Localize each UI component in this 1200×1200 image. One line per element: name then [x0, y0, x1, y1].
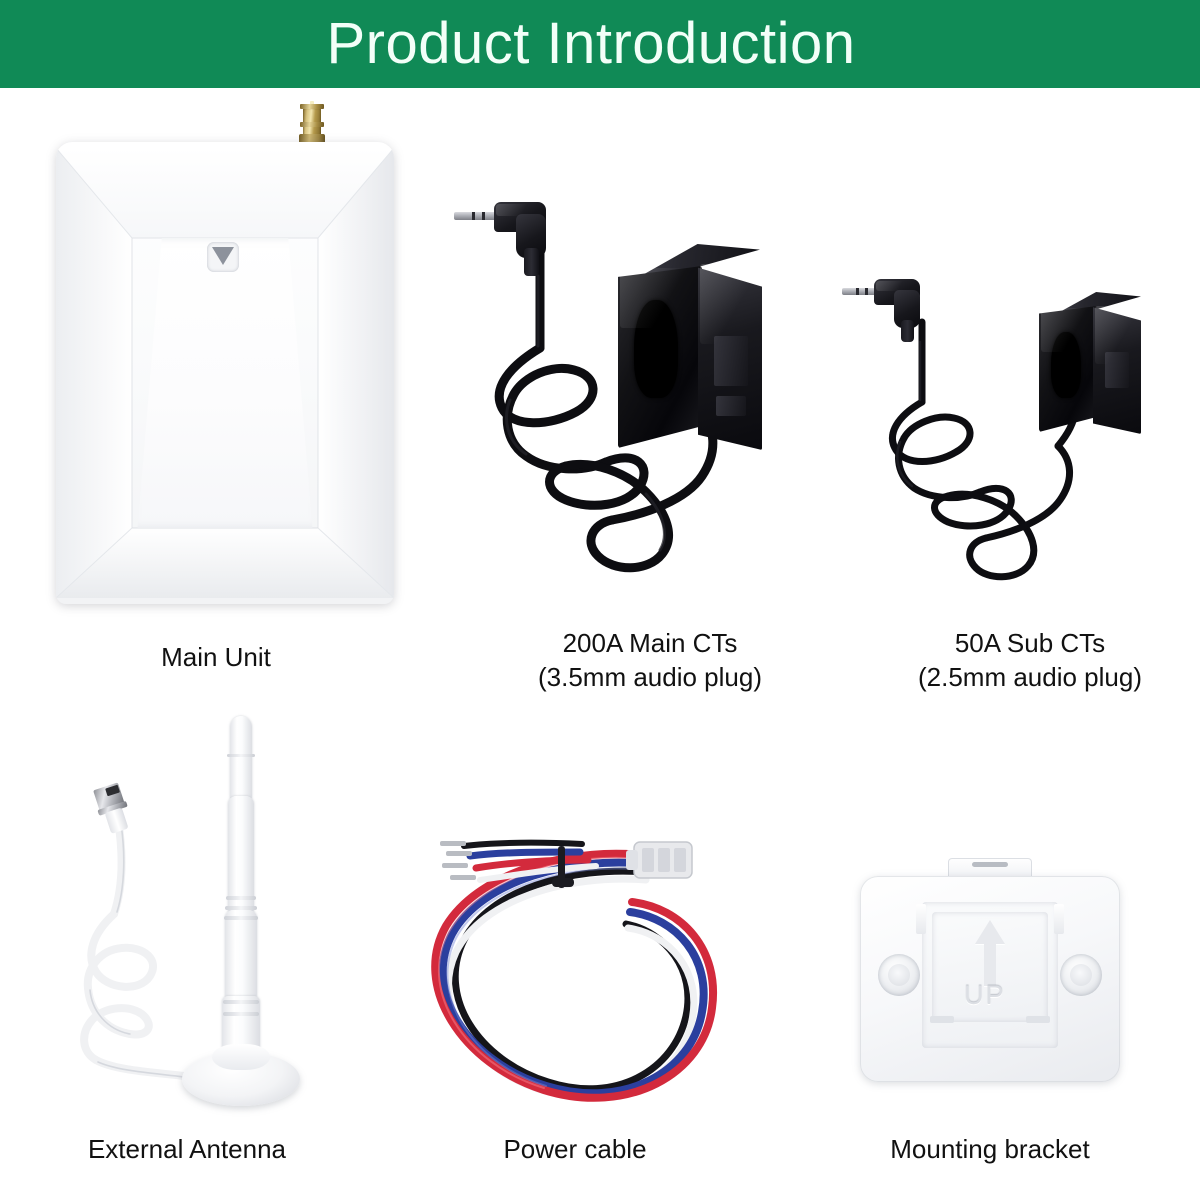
connector-sleeve [104, 807, 129, 834]
plug-band [482, 212, 485, 220]
antenna-ring [223, 1000, 259, 1004]
product-image-external-antenna [60, 700, 360, 1120]
bracket-rail-left [916, 904, 926, 934]
caption-mounting-bracket: Mounting bracket [890, 1134, 1090, 1164]
product-image-main-cts [440, 180, 800, 610]
led-indicator-triangle [212, 247, 234, 265]
bracket-screw-hole-right [1060, 954, 1102, 996]
bracket-clip-left [930, 1016, 954, 1023]
bracket-screw-hole-left [878, 954, 920, 996]
product-image-main-unit [46, 100, 406, 610]
main-unit-enclosure [56, 142, 394, 604]
product-image-power-cable [420, 820, 730, 1120]
antenna-ring [224, 916, 258, 920]
caption-sub-cts: 50A Sub CTs (2.5mm audio plug) [918, 628, 1142, 693]
ct-clamp-200a [610, 244, 770, 464]
plug-tip [842, 288, 878, 295]
plug-band [865, 288, 868, 295]
clamp-hinge [716, 396, 746, 416]
antenna-ring [225, 906, 257, 910]
caption-main-cts: 200A Main CTs (3.5mm audio plug) [538, 628, 762, 693]
product-image-mounting-bracket: UP [860, 858, 1120, 1108]
antenna-whip-mid [225, 910, 257, 1002]
antenna-ring [226, 896, 256, 900]
screw-hole-inner [1070, 964, 1092, 986]
caption-external-antenna: External Antenna [87, 1134, 287, 1164]
clamp-aperture [1051, 332, 1081, 398]
plug-band [856, 288, 859, 295]
ct-clamp-50a [1035, 292, 1145, 442]
arrow-up-icon [975, 920, 1005, 944]
bracket-rail-right [1054, 904, 1064, 934]
connector-base [299, 134, 325, 144]
clamp-latch [714, 336, 748, 386]
clamp-aperture [634, 300, 678, 398]
bracket-plate: UP [860, 876, 1120, 1082]
antenna-base-collar [212, 1044, 270, 1070]
plug-strain-relief [901, 320, 914, 342]
plug-band [472, 212, 475, 220]
plug-tip [454, 212, 498, 220]
audio-plug-3-5mm [454, 196, 584, 276]
sma-connector-icon [299, 100, 325, 146]
antenna-whip-tip [230, 716, 252, 800]
audio-plug-2-5mm [842, 274, 952, 342]
triangle-down-icon [207, 242, 239, 272]
connector-ring [300, 122, 324, 127]
page-title: Product Introduction [326, 11, 856, 76]
screw-hole-inner [888, 964, 910, 986]
caption-main-unit: Main Unit [161, 642, 271, 672]
bracket-clip-right [1026, 1016, 1050, 1023]
arrow-up-stem [984, 942, 996, 986]
clamp-latch [1105, 352, 1129, 388]
antenna-ring [227, 754, 255, 757]
product-image-sub-cts [830, 262, 1160, 592]
caption-power-cable: Power cable [503, 1134, 647, 1164]
connector-ring [300, 104, 324, 109]
plug-strain-relief [524, 248, 539, 276]
antenna-ring [223, 1012, 259, 1016]
ct-cable [888, 318, 1079, 581]
bracket-tab-slot [972, 862, 1008, 867]
bracket-up-label: UP [964, 980, 1006, 1010]
enclosure-inset-panel [137, 238, 313, 528]
power-cable-wires [431, 839, 718, 1102]
header-banner: Product Introduction [0, 0, 1200, 88]
